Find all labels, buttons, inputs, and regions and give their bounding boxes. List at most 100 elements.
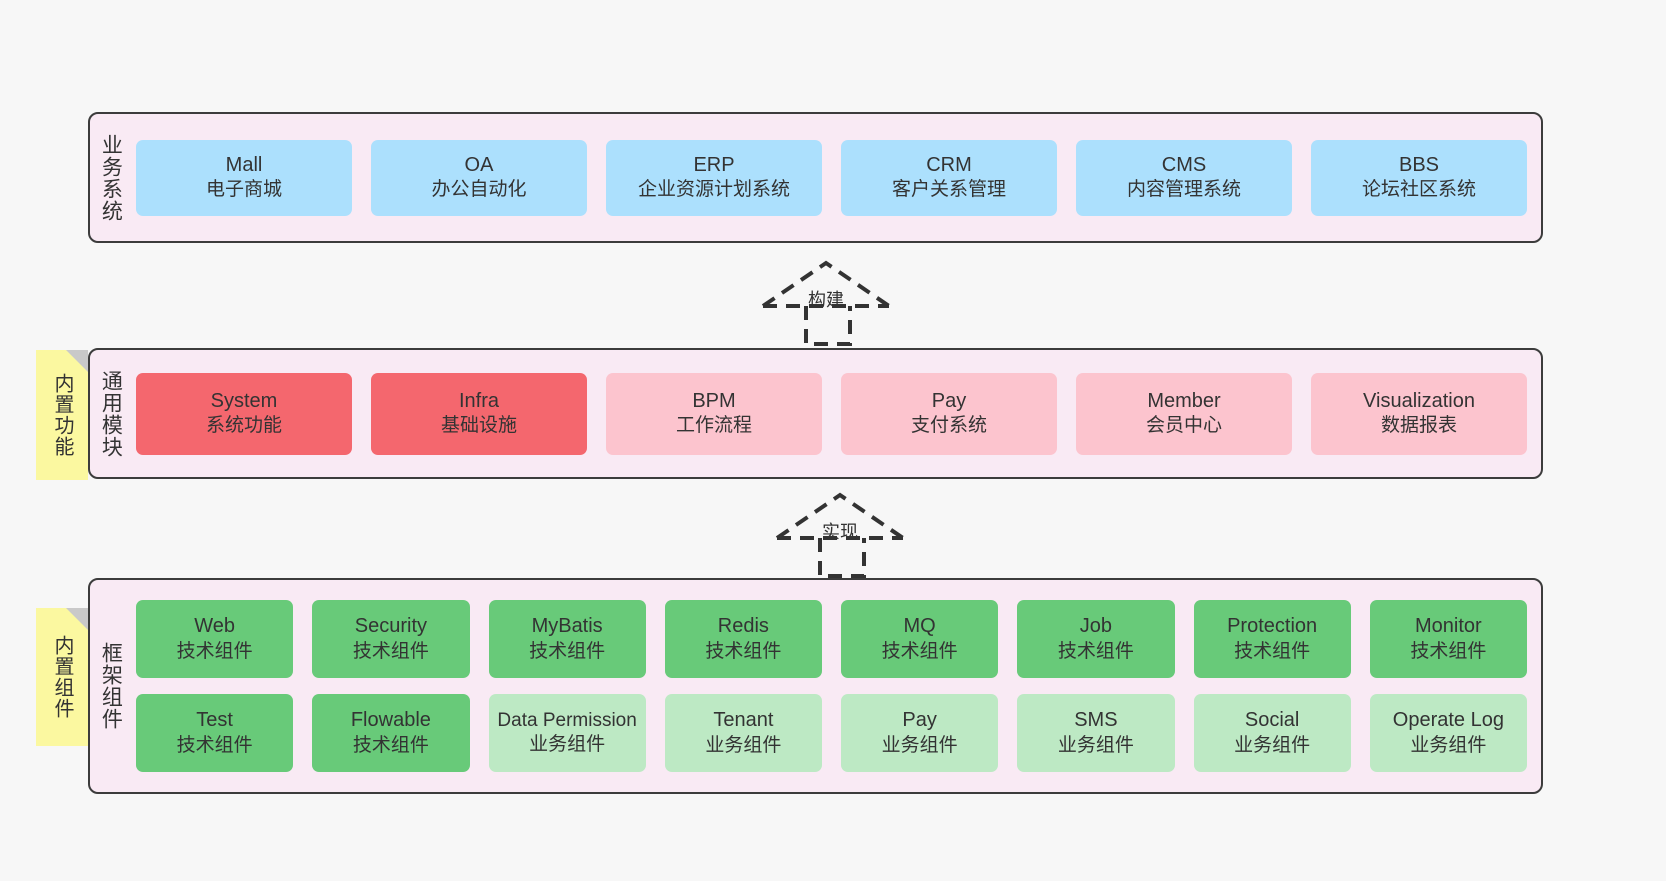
card-title-cn: 企业资源计划系统 — [637, 179, 790, 201]
note-builtin-features: 内置功能 — [36, 350, 88, 480]
card-title-cn: 业务组件 — [529, 734, 606, 755]
card-member[interactable]: Member 会员中心 — [1076, 372, 1292, 455]
card-mq[interactable]: MQ 技术组件 — [841, 600, 999, 678]
card-title-cn: 论坛社区系统 — [1361, 179, 1476, 201]
card-protection[interactable]: Protection 技术组件 — [1193, 600, 1351, 678]
card-mall[interactable]: Mall 电子商城 — [136, 139, 352, 216]
card-web[interactable]: Web 技术组件 — [136, 600, 294, 678]
card-title-cn: 会员中心 — [1145, 415, 1222, 437]
card-system[interactable]: System 系统功能 — [136, 372, 352, 455]
card-title-en: Data Permission — [497, 710, 637, 732]
layer-body-framework-components: Web 技术组件 Security 技术组件 MyBatis 技术组件 Redi… — [130, 580, 1541, 792]
layer-common-modules: 通用模块 System 系统功能 Infra 基础设施 BPM 工作流程 Pay… — [88, 348, 1543, 479]
card-title-en: Pay — [931, 389, 967, 412]
card-infra[interactable]: Infra 基础设施 — [371, 372, 587, 455]
card-title-en: Pay — [902, 709, 937, 732]
card-title-cn: 技术组件 — [1234, 640, 1311, 662]
card-row-modules: System 系统功能 Infra 基础设施 BPM 工作流程 Pay 支付系统… — [136, 372, 1527, 455]
layer-body-business-systems: Mall 电子商城 OA 办公自动化 ERP 企业资源计划系统 CRM 客户关系… — [130, 114, 1541, 241]
card-bpm[interactable]: BPM 工作流程 — [606, 372, 822, 455]
card-redis[interactable]: Redis 技术组件 — [664, 600, 822, 678]
card-title-cn: 技术组件 — [1410, 640, 1487, 662]
card-title-en: Web — [194, 615, 235, 638]
card-operate-log[interactable]: Operate Log 业务组件 — [1369, 694, 1527, 772]
card-title-cn: 客户关系管理 — [891, 179, 1006, 201]
connector-realize: 实现 — [772, 490, 922, 578]
card-title-cn: 支付系统 — [910, 415, 987, 437]
card-title-en: Social — [1244, 709, 1300, 732]
card-erp[interactable]: ERP 企业资源计划系统 — [606, 139, 822, 216]
card-title-cn: 工作流程 — [675, 415, 752, 437]
card-title-cn: 技术组件 — [1057, 640, 1134, 662]
card-title-cn: 系统功能 — [205, 415, 282, 437]
card-title-en: Protection — [1227, 615, 1318, 638]
card-pay-component[interactable]: Pay 业务组件 — [841, 694, 999, 772]
card-title-en: Monitor — [1415, 615, 1482, 638]
arrow-shaft — [804, 306, 852, 346]
layer-framework-components: 框架组件 Web 技术组件 Security 技术组件 MyBatis 技术组件… — [88, 578, 1543, 794]
connector-build: 构建 — [758, 258, 908, 346]
card-title-en: CMS — [1161, 153, 1207, 176]
note-builtin-features-label: 内置功能 — [51, 373, 73, 457]
layer-title-common-modules: 通用模块 — [99, 369, 123, 458]
card-title-cn: 内容管理系统 — [1126, 179, 1241, 201]
card-title-en: SMS — [1074, 709, 1118, 732]
card-title-cn: 数据报表 — [1380, 415, 1457, 437]
card-title-en: System — [210, 389, 278, 412]
card-title-cn: 基础设施 — [440, 415, 517, 437]
card-title-en: ERP — [693, 153, 735, 176]
note-builtin-components-label: 内置组件 — [51, 635, 73, 719]
arrow-shaft — [818, 538, 866, 578]
card-title-cn: 业务组件 — [1234, 734, 1311, 756]
card-tenant[interactable]: Tenant 业务组件 — [664, 694, 822, 772]
connector-build-label: 构建 — [808, 290, 844, 310]
card-test[interactable]: Test 技术组件 — [136, 694, 294, 772]
card-mybatis[interactable]: MyBatis 技术组件 — [488, 600, 646, 678]
layer-body-common-modules: System 系统功能 Infra 基础设施 BPM 工作流程 Pay 支付系统… — [130, 350, 1541, 477]
card-title-cn: 技术组件 — [352, 640, 429, 662]
card-data-permission[interactable]: Data Permission 业务组件 — [488, 694, 646, 772]
card-title-cn: 电子商城 — [205, 179, 282, 201]
arrow-head-triangle — [775, 492, 905, 540]
card-security[interactable]: Security 技术组件 — [312, 600, 470, 678]
card-title-en: BPM — [692, 389, 736, 412]
note-fold-corner-icon — [66, 350, 88, 372]
card-job[interactable]: Job 技术组件 — [1017, 600, 1175, 678]
card-title-en: Infra — [458, 389, 500, 412]
layer-title-framework-components: 框架组件 — [99, 642, 123, 730]
card-title-cn: 技术组件 — [176, 734, 253, 756]
card-oa[interactable]: OA 办公自动化 — [371, 139, 587, 216]
layer-business-systems: 业务系统 Mall 电子商城 OA 办公自动化 ERP 企业资源计划系统 CRM… — [88, 112, 1543, 243]
card-title-en: Tenant — [713, 709, 774, 732]
card-title-en: Job — [1079, 615, 1112, 638]
card-title-en: Mall — [225, 153, 263, 176]
card-visualization[interactable]: Visualization 数据报表 — [1311, 372, 1527, 455]
card-title-en: Visualization — [1363, 389, 1475, 412]
card-title-cn: 业务组件 — [881, 734, 958, 756]
card-social[interactable]: Social 业务组件 — [1193, 694, 1351, 772]
card-title-en: MyBatis — [531, 615, 603, 638]
card-title-en: BBS — [1398, 153, 1440, 176]
layer-title-business-systems: 业务系统 — [99, 133, 123, 222]
card-row-business: Mall 电子商城 OA 办公自动化 ERP 企业资源计划系统 CRM 客户关系… — [136, 139, 1527, 216]
note-fold-corner-icon — [66, 608, 88, 630]
connector-realize-arrow — [775, 492, 905, 578]
card-crm[interactable]: CRM 客户关系管理 — [841, 139, 1057, 216]
card-title-en: CRM — [926, 153, 972, 176]
card-title-en: Test — [196, 709, 233, 732]
card-title-cn: 办公自动化 — [431, 179, 527, 201]
card-monitor[interactable]: Monitor 技术组件 — [1369, 600, 1527, 678]
card-pay-module[interactable]: Pay 支付系统 — [841, 372, 1057, 455]
connector-realize-label: 实现 — [822, 522, 858, 542]
card-bbs[interactable]: BBS 论坛社区系统 — [1311, 139, 1527, 216]
card-cms[interactable]: CMS 内容管理系统 — [1076, 139, 1292, 216]
card-flowable[interactable]: Flowable 技术组件 — [312, 694, 470, 772]
card-title-cn: 技术组件 — [176, 640, 253, 662]
card-title-en: Operate Log — [1392, 709, 1504, 732]
card-sms[interactable]: SMS 业务组件 — [1017, 694, 1175, 772]
connector-build-arrow — [761, 260, 891, 346]
card-title-en: Flowable — [350, 709, 431, 732]
card-title-cn: 业务组件 — [705, 734, 782, 756]
card-title-cn: 技术组件 — [881, 640, 958, 662]
